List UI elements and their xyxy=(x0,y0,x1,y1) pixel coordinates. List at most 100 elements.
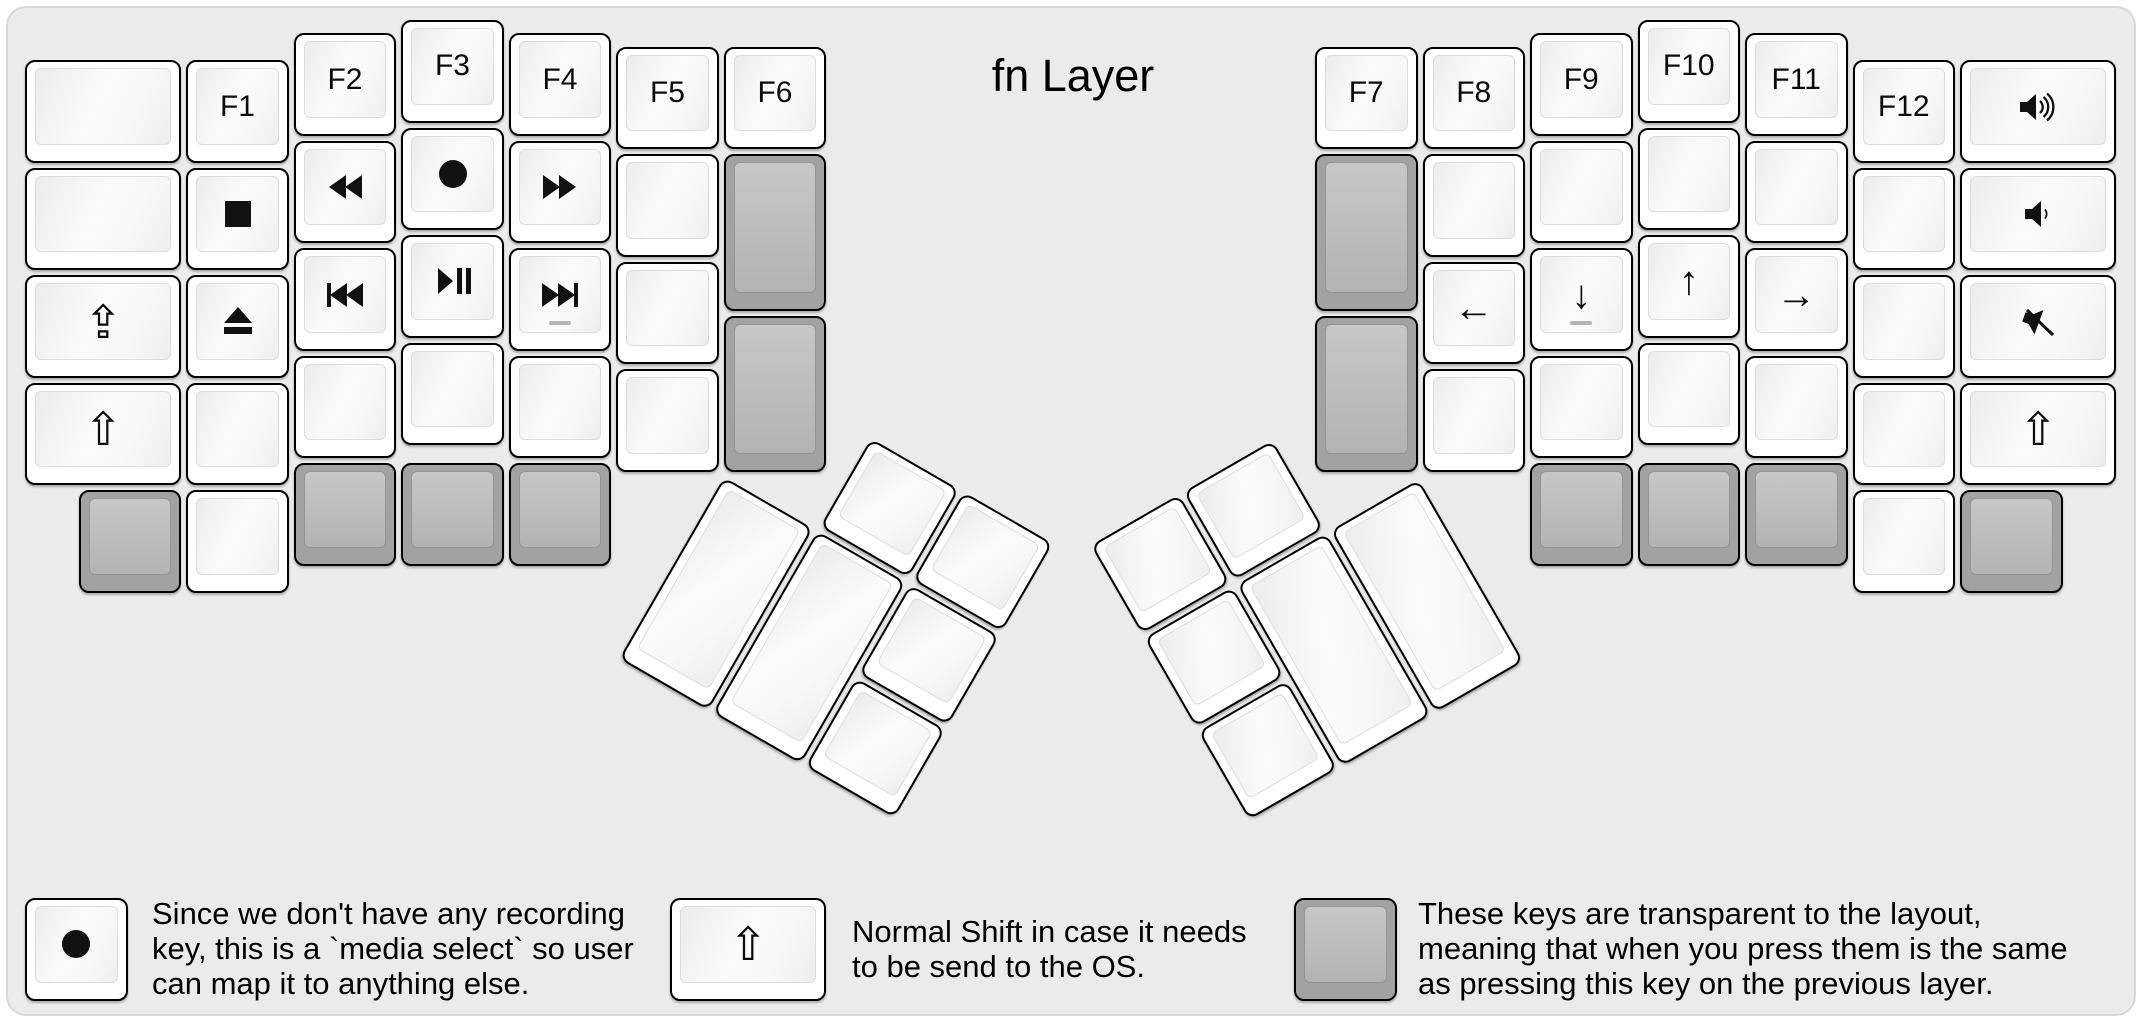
key-arrow-right[interactable]: → xyxy=(1745,248,1848,351)
key-blank[interactable] xyxy=(1637,342,1740,445)
key-f9[interactable]: F9 xyxy=(1530,33,1633,136)
key-f1[interactable]: F1 xyxy=(186,60,289,163)
keycap-surface xyxy=(35,175,172,253)
keycap-surface xyxy=(88,498,172,575)
fast-forward-icon xyxy=(537,170,583,204)
key-blank[interactable] xyxy=(1852,275,1955,378)
key-record[interactable] xyxy=(401,127,504,230)
key-transparent[interactable] xyxy=(1315,154,1418,311)
key-blank[interactable] xyxy=(25,167,182,271)
key-volume-up[interactable] xyxy=(1960,60,2117,163)
keycap-surface: ⇧ xyxy=(680,906,817,983)
key-capslock[interactable]: ⇪ xyxy=(25,275,182,378)
keycap-surface xyxy=(518,256,602,333)
key-f4[interactable]: F4 xyxy=(508,33,612,136)
legend-text-media-select: Since we don't have any recording key, t… xyxy=(152,896,634,1001)
key-blank[interactable] xyxy=(401,342,504,445)
key-blank[interactable] xyxy=(1637,127,1740,230)
key-transparent[interactable] xyxy=(508,463,612,566)
key-transparent[interactable] xyxy=(1637,463,1740,566)
key-label: F1 xyxy=(219,89,255,123)
keycap-surface xyxy=(1432,377,1515,454)
keycap-surface xyxy=(1540,363,1623,441)
keycap-surface xyxy=(518,363,602,441)
key-label: F11 xyxy=(1771,62,1821,96)
keycap-surface xyxy=(1325,323,1408,454)
keycap-surface: ↑ xyxy=(1647,243,1730,320)
key-transparent[interactable] xyxy=(723,315,827,472)
key-f3[interactable]: F3 xyxy=(401,20,504,123)
key-mute[interactable] xyxy=(1960,275,2117,378)
key-f10[interactable]: F10 xyxy=(1637,20,1740,123)
key-blank[interactable] xyxy=(186,490,289,593)
keycap-surface xyxy=(1432,162,1515,239)
key-blank[interactable] xyxy=(293,355,397,459)
key-label: ↑ xyxy=(1678,259,1699,304)
key-blank[interactable] xyxy=(1422,369,1525,472)
key-f2[interactable]: F2 xyxy=(293,33,397,136)
keycap-surface: F9 xyxy=(1540,41,1623,118)
keycap-surface xyxy=(35,906,118,983)
key-blank[interactable] xyxy=(1530,355,1633,459)
key-f8[interactable]: F8 xyxy=(1422,46,1525,150)
keycap-surface xyxy=(1755,148,1838,226)
key-f12[interactable]: F12 xyxy=(1852,60,1955,163)
key-blank[interactable] xyxy=(508,355,612,459)
legend-key-record xyxy=(25,898,128,1001)
key-stop[interactable] xyxy=(186,167,289,271)
key-transparent[interactable] xyxy=(401,463,504,566)
key-blank[interactable] xyxy=(616,261,719,365)
key-blank[interactable] xyxy=(1852,490,1955,593)
key-transparent[interactable] xyxy=(1960,490,2063,593)
key-label: F8 xyxy=(1456,76,1492,110)
key-blank[interactable] xyxy=(1745,140,1848,244)
keycap-surface: ⇧ xyxy=(1970,390,2107,468)
key-eject[interactable] xyxy=(186,275,289,378)
key-transparent[interactable] xyxy=(723,154,827,311)
key-blank[interactable] xyxy=(616,369,719,472)
key-blank[interactable] xyxy=(1745,355,1848,459)
mute-icon xyxy=(2015,305,2061,339)
stop-icon xyxy=(215,197,261,231)
key-label: F4 xyxy=(542,62,578,96)
key-arrow-up[interactable]: ↑ xyxy=(1637,235,1740,338)
keycap-surface xyxy=(733,162,817,293)
vol-up-icon xyxy=(2015,90,2061,124)
key-blank[interactable] xyxy=(616,154,719,257)
eject-icon xyxy=(215,305,261,339)
keycap-surface xyxy=(35,68,172,145)
key-blank[interactable] xyxy=(1530,140,1633,244)
key-next-track[interactable] xyxy=(508,248,612,351)
key-volume-down[interactable] xyxy=(1960,167,2117,271)
keycap-surface: F5 xyxy=(626,54,709,132)
key-transparent[interactable] xyxy=(1530,463,1633,566)
key-blank[interactable] xyxy=(25,60,182,163)
key-transparent[interactable] xyxy=(1745,463,1848,566)
key-f5[interactable]: F5 xyxy=(616,46,719,150)
key-arrow-down[interactable]: ↓ xyxy=(1530,248,1633,351)
key-play-pause[interactable] xyxy=(401,235,504,338)
key-blank[interactable] xyxy=(1422,154,1525,257)
key-rewind[interactable] xyxy=(293,140,397,244)
key-label: F3 xyxy=(434,49,470,83)
key-f7[interactable]: F7 xyxy=(1315,46,1418,150)
keycap-surface xyxy=(1862,390,1945,468)
key-f6[interactable]: F6 xyxy=(723,46,827,150)
key-blank[interactable] xyxy=(1852,382,1955,486)
key-arrow-left[interactable]: ← xyxy=(1422,261,1525,365)
key-shift-right[interactable]: ⇧ xyxy=(1960,382,2117,486)
key-f11[interactable]: F11 xyxy=(1745,33,1848,136)
key-blank[interactable] xyxy=(1852,167,1955,271)
key-label: F10 xyxy=(1662,49,1715,83)
key-shift-left[interactable]: ⇧ xyxy=(25,382,182,486)
key-label: ↓ xyxy=(1571,272,1592,317)
key-blank[interactable] xyxy=(186,382,289,486)
key-transparent[interactable] xyxy=(293,463,397,566)
key-fast-forward[interactable] xyxy=(508,140,612,244)
key-prev-track[interactable] xyxy=(293,248,397,351)
keycap-surface xyxy=(303,148,387,226)
key-transparent[interactable] xyxy=(78,490,182,593)
keycap-surface xyxy=(1970,283,2107,360)
key-transparent[interactable] xyxy=(1315,315,1418,472)
